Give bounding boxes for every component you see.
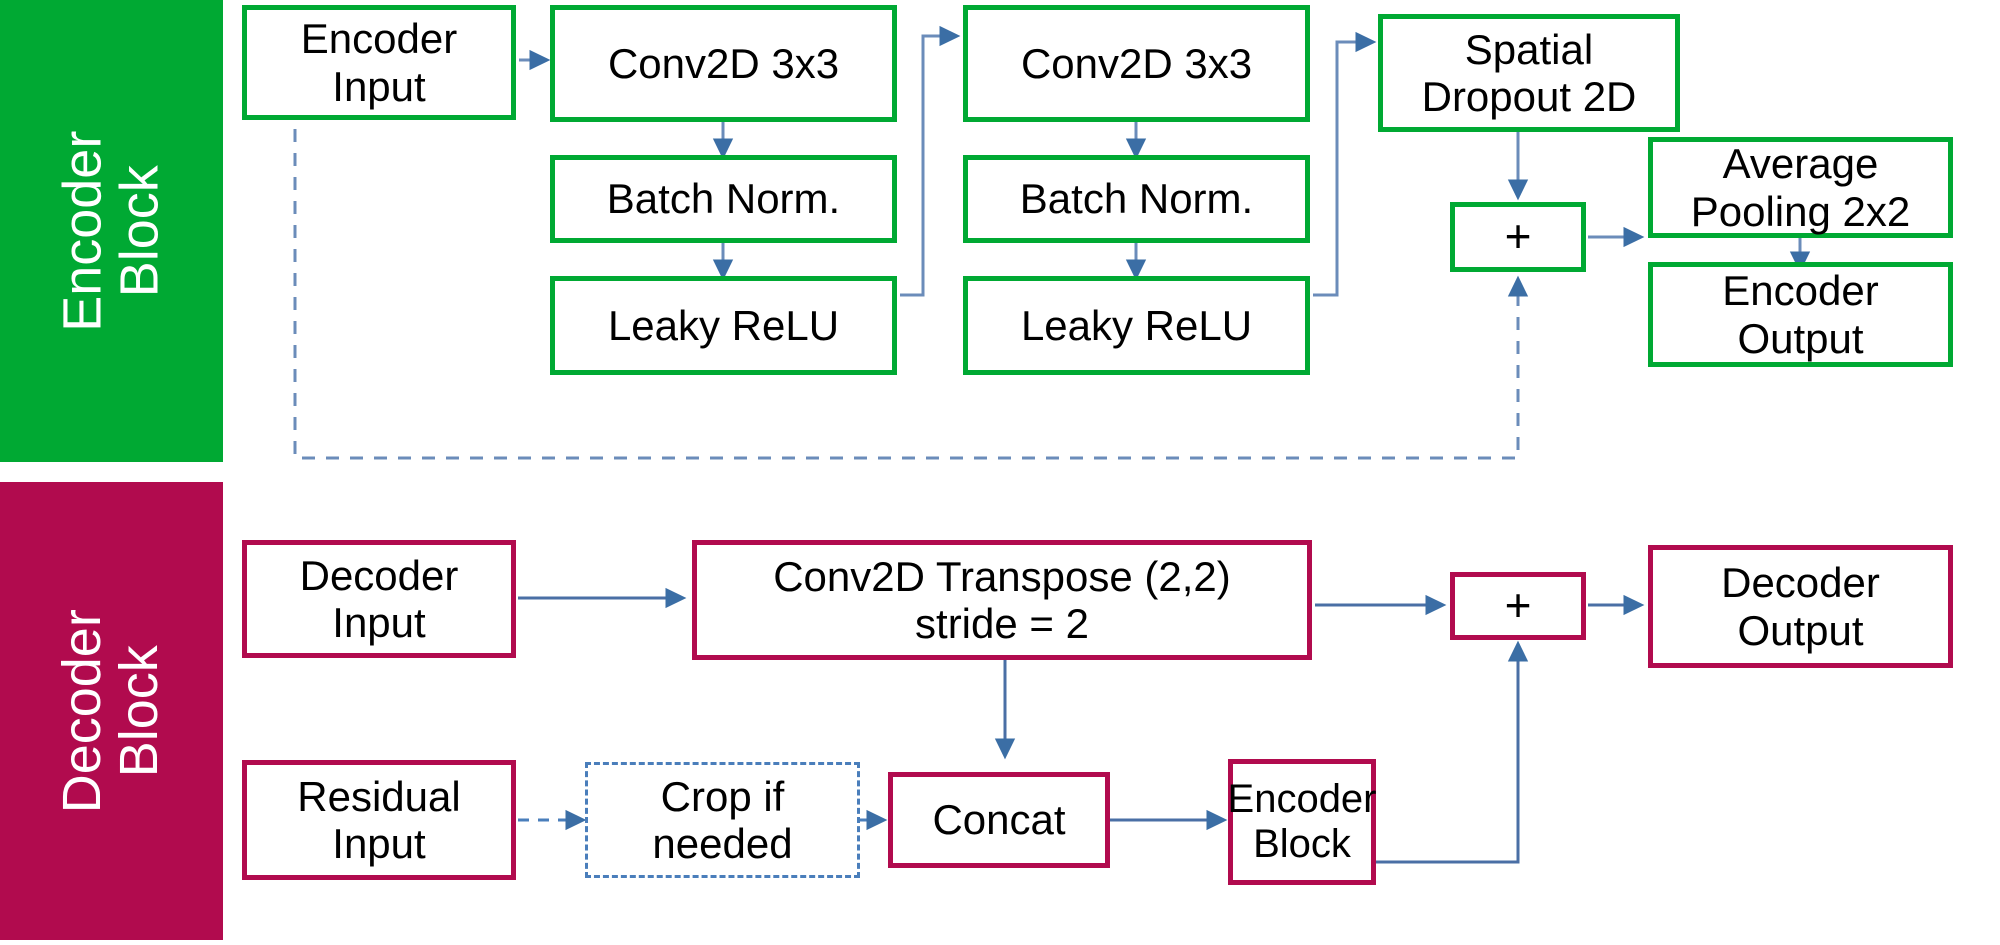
node-spatial-dropout-line2: Dropout 2D [1421, 73, 1637, 120]
node-decoder-add-label: + [1504, 579, 1532, 632]
node-decoder-output[interactable]: Decoder Output [1648, 545, 1953, 668]
node-decoder-input-line1: Decoder [299, 551, 459, 599]
node-conv2d-3x3-2-label: Conv2D 3x3 [1020, 39, 1253, 87]
encoder-block-band: Encoder Block [0, 0, 223, 462]
node-residual-input-line2: Input [332, 820, 426, 867]
node-conv2d-transpose-line2: stride = 2 [915, 600, 1089, 647]
node-batch-norm-2-label: Batch Norm. [1019, 175, 1254, 223]
node-encoder-add[interactable]: + [1450, 202, 1586, 272]
node-encoder-output-line2: Output [1737, 314, 1864, 362]
node-concat-label: Concat [932, 796, 1066, 844]
encoder-band-line1: Encoder [52, 130, 113, 332]
node-decoder-add[interactable]: + [1450, 572, 1586, 640]
node-decoder-output-line2: Output [1737, 606, 1864, 654]
node-batch-norm-1[interactable]: Batch Norm. [550, 155, 897, 243]
node-encoder-output[interactable]: Encoder Output [1648, 262, 1953, 367]
node-encoder-block-line1: Encoder [1227, 777, 1377, 822]
node-decoder-output-line1: Decoder [1721, 559, 1880, 607]
node-average-pooling-line2: Pooling 2x2 [1690, 187, 1911, 235]
node-crop-line1: Crop if [660, 772, 785, 820]
node-encoder-block-line2: Block [1253, 822, 1351, 866]
node-decoder-input[interactable]: Decoder Input [242, 540, 516, 658]
wire-relu2-to-dropout [1313, 31, 1377, 297]
node-encoder-input[interactable]: Encoder Input [242, 5, 516, 120]
decoder-band-label: Decoder Block [52, 608, 170, 814]
node-encoder-output-line1: Encoder [1722, 267, 1879, 315]
node-concat[interactable]: Concat [888, 772, 1110, 868]
node-encoder-input-line1: Encoder [300, 15, 458, 63]
decoder-band-line2: Block [109, 644, 170, 778]
node-conv2d-transpose-line1: Conv2D Transpose (2,2) [773, 552, 1231, 600]
node-batch-norm-1-label: Batch Norm. [606, 175, 841, 223]
node-conv2d-transpose[interactable]: Conv2D Transpose (2,2) stride = 2 [692, 540, 1312, 660]
node-encoder-block-nested[interactable]: Encoder Block [1227, 759, 1377, 885]
node-crop-line2: needed [652, 820, 793, 867]
wire-relu1-to-conv2 [900, 25, 961, 297]
node-average-pooling-line1: Average [1722, 140, 1879, 188]
node-conv2d-3x3-2[interactable]: Conv2D 3x3 [963, 5, 1310, 122]
node-spatial-dropout-2d[interactable]: Spatial Dropout 2D [1378, 14, 1680, 132]
node-leaky-relu-1[interactable]: Leaky ReLU [550, 276, 897, 375]
node-residual-input-line1: Residual [297, 772, 461, 820]
node-conv2d-3x3-1-label: Conv2D 3x3 [607, 39, 840, 87]
encoder-band-line2: Block [109, 164, 170, 298]
wire-encoder-residual-skip [293, 105, 1529, 460]
encoder-band-label: Encoder Block [52, 130, 170, 332]
node-leaky-relu-2-label: Leaky ReLU [1020, 301, 1253, 349]
decoder-band-line1: Decoder [52, 608, 113, 814]
wire-encoderblock-to-add [1376, 640, 1529, 864]
node-decoder-input-line2: Input [332, 599, 426, 646]
node-leaky-relu-2[interactable]: Leaky ReLU [963, 276, 1310, 375]
node-crop-if-needed[interactable]: Crop if needed [585, 762, 860, 878]
node-leaky-relu-1-label: Leaky ReLU [607, 301, 840, 349]
node-batch-norm-2[interactable]: Batch Norm. [963, 155, 1310, 243]
node-spatial-dropout-line1: Spatial [1464, 25, 1594, 73]
node-encoder-input-line2: Input [332, 62, 426, 110]
node-encoder-add-label: + [1504, 210, 1532, 263]
node-average-pooling-2x2[interactable]: Average Pooling 2x2 [1648, 137, 1953, 238]
decoder-block-band: Decoder Block [0, 482, 223, 940]
node-residual-input[interactable]: Residual Input [242, 760, 516, 880]
node-conv2d-3x3-1[interactable]: Conv2D 3x3 [550, 5, 897, 122]
